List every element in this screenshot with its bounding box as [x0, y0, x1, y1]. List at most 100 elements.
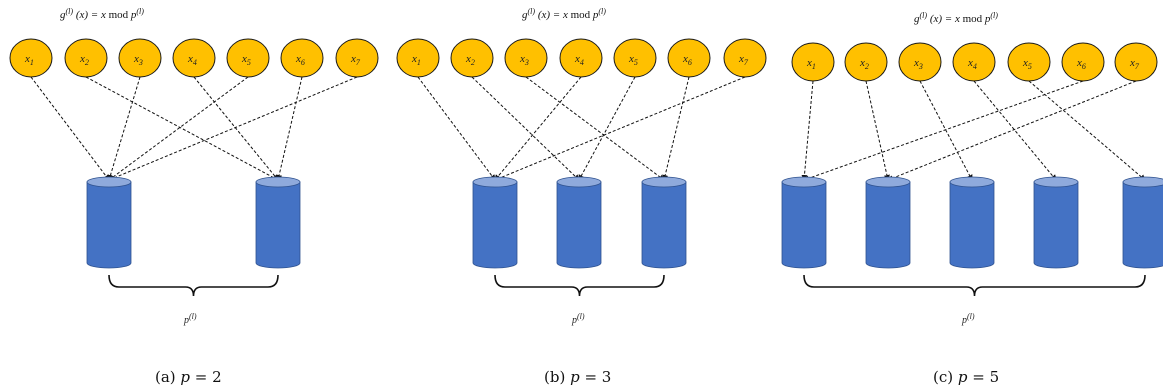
arrow-x7-to-bucket-1	[108, 76, 358, 181]
arrow-x7-to-bucket-1	[494, 76, 746, 181]
bucket-cylinder-2	[865, 176, 911, 269]
arrow-x5-to-bucket-1	[108, 76, 249, 181]
bucket-cylinder-1	[472, 176, 518, 269]
arrow-x7-to-bucket-2	[887, 80, 1137, 181]
panel-c-brace	[803, 274, 1146, 297]
input-node-x7: x7	[335, 38, 379, 78]
arrow-x6-to-bucket-2	[276, 76, 303, 181]
bucket-cylinder-4	[1033, 176, 1079, 269]
panel-a-brace-label: p(l)	[183, 312, 197, 326]
input-node-label: x6	[1076, 57, 1086, 71]
bucket-cylinder-5	[1122, 176, 1163, 269]
panel-b-brace-label: p(l)	[571, 312, 585, 326]
panel-b: g(l) (x) = x mod p(l) x1 x2 x3 x4 x5 x6 x7 p(l…	[396, 7, 767, 386]
input-node-label: x7	[738, 53, 749, 67]
bucket-cylinder-2	[556, 176, 602, 269]
input-node-label: x3	[913, 57, 923, 71]
input-node-x1: x1	[396, 38, 440, 78]
input-node-x5: x5	[613, 38, 657, 78]
bucket-cylinder-2	[255, 176, 301, 269]
bucket-cylinder-3	[641, 176, 687, 269]
bucket-top	[641, 176, 687, 188]
panel-b-arrows	[417, 76, 746, 181]
input-node-x7: x7	[1114, 42, 1158, 82]
bucket-body	[86, 181, 132, 269]
input-node-x3: x3	[118, 38, 162, 78]
panel-c-formula: g(l) (x) = x mod p(l)	[914, 11, 998, 25]
arrow-x4-to-bucket-2	[193, 76, 279, 181]
bucket-body	[781, 181, 827, 269]
input-node-label: x7	[350, 53, 361, 67]
arrow-x6-to-bucket-1	[803, 80, 1084, 182]
input-node-label: x4	[187, 53, 197, 67]
arrow-x2-to-bucket-2	[85, 76, 279, 181]
arrow-x1-to-bucket-1	[30, 76, 110, 181]
panel-c-buckets	[781, 176, 1163, 269]
input-node-label: x1	[806, 57, 816, 71]
panel-a-caption: (a) p = 2	[155, 368, 222, 386]
bucket-body	[1122, 181, 1163, 269]
panel-c-caption: (c) p = 5	[933, 368, 999, 386]
panel-a-arrows	[30, 76, 358, 181]
input-node-x6: x6	[667, 38, 711, 78]
input-node-x2: x2	[64, 38, 108, 78]
bucket-body	[556, 181, 602, 269]
panel-c-brace-label: p(l)	[961, 312, 975, 326]
arrow-x5-to-bucket-2	[578, 76, 636, 181]
bucket-body	[472, 181, 518, 269]
panel-b-input-nodes: x1 x2 x3 x4 x5 x6 x7	[396, 38, 767, 78]
bucket-body	[1033, 181, 1079, 269]
input-node-label: x1	[24, 53, 34, 67]
input-node-x4: x4	[952, 42, 996, 82]
bucket-cylinder-1	[781, 176, 827, 269]
input-node-x1: x1	[9, 38, 53, 78]
panel-b-caption: (b) p = 3	[544, 368, 611, 386]
input-node-x1: x1	[791, 42, 835, 82]
bucket-top	[255, 176, 301, 188]
input-node-x6: x6	[1061, 42, 1105, 82]
input-node-label: x5	[628, 53, 638, 67]
bucket-top	[949, 176, 995, 188]
panel-c-arrows	[801, 80, 1146, 182]
input-node-label: x5	[1022, 57, 1032, 71]
input-node-label: x5	[241, 53, 251, 67]
input-node-label: x4	[967, 57, 977, 71]
input-node-x6: x6	[280, 38, 324, 78]
bucket-cylinder-1	[86, 176, 132, 269]
bucket-top	[472, 176, 518, 188]
arrow-x3-to-bucket-3	[919, 80, 973, 181]
input-node-x3: x3	[898, 42, 942, 82]
input-node-x5: x5	[1007, 42, 1051, 82]
bucket-top	[1122, 176, 1163, 188]
input-node-x2: x2	[844, 42, 888, 82]
arrow-x3-to-bucket-3	[525, 76, 665, 181]
bucket-top	[781, 176, 827, 188]
panel-c-input-nodes: x1 x2 x3 x4 x5 x6 x7	[791, 42, 1158, 82]
panel-b-formula: g(l) (x) = x mod p(l)	[522, 7, 606, 21]
input-node-label: x3	[519, 53, 529, 67]
bucket-body	[641, 181, 687, 269]
bucket-body	[865, 181, 911, 269]
input-node-x2: x2	[450, 38, 494, 78]
input-node-label: x2	[465, 53, 475, 67]
panel-a-formula: g(l) (x) = x mod p(l)	[60, 7, 144, 21]
bucket-body	[255, 181, 301, 269]
input-node-x4: x4	[559, 38, 603, 78]
bucket-top	[865, 176, 911, 188]
arrow-x2-to-bucket-2	[471, 76, 580, 181]
arrow-x6-to-bucket-3	[662, 76, 690, 181]
input-node-label: x7	[1129, 57, 1140, 71]
input-node-x3: x3	[504, 38, 548, 78]
input-node-x5: x5	[226, 38, 270, 78]
panel-a-brace	[108, 274, 279, 297]
bucket-top	[556, 176, 602, 188]
input-node-label: x6	[295, 53, 305, 67]
bucket-body	[949, 181, 995, 269]
panel-b-buckets	[472, 176, 687, 269]
arrow-x5-to-bucket-5	[1028, 80, 1146, 181]
arrow-x4-to-bucket-1	[494, 76, 582, 181]
